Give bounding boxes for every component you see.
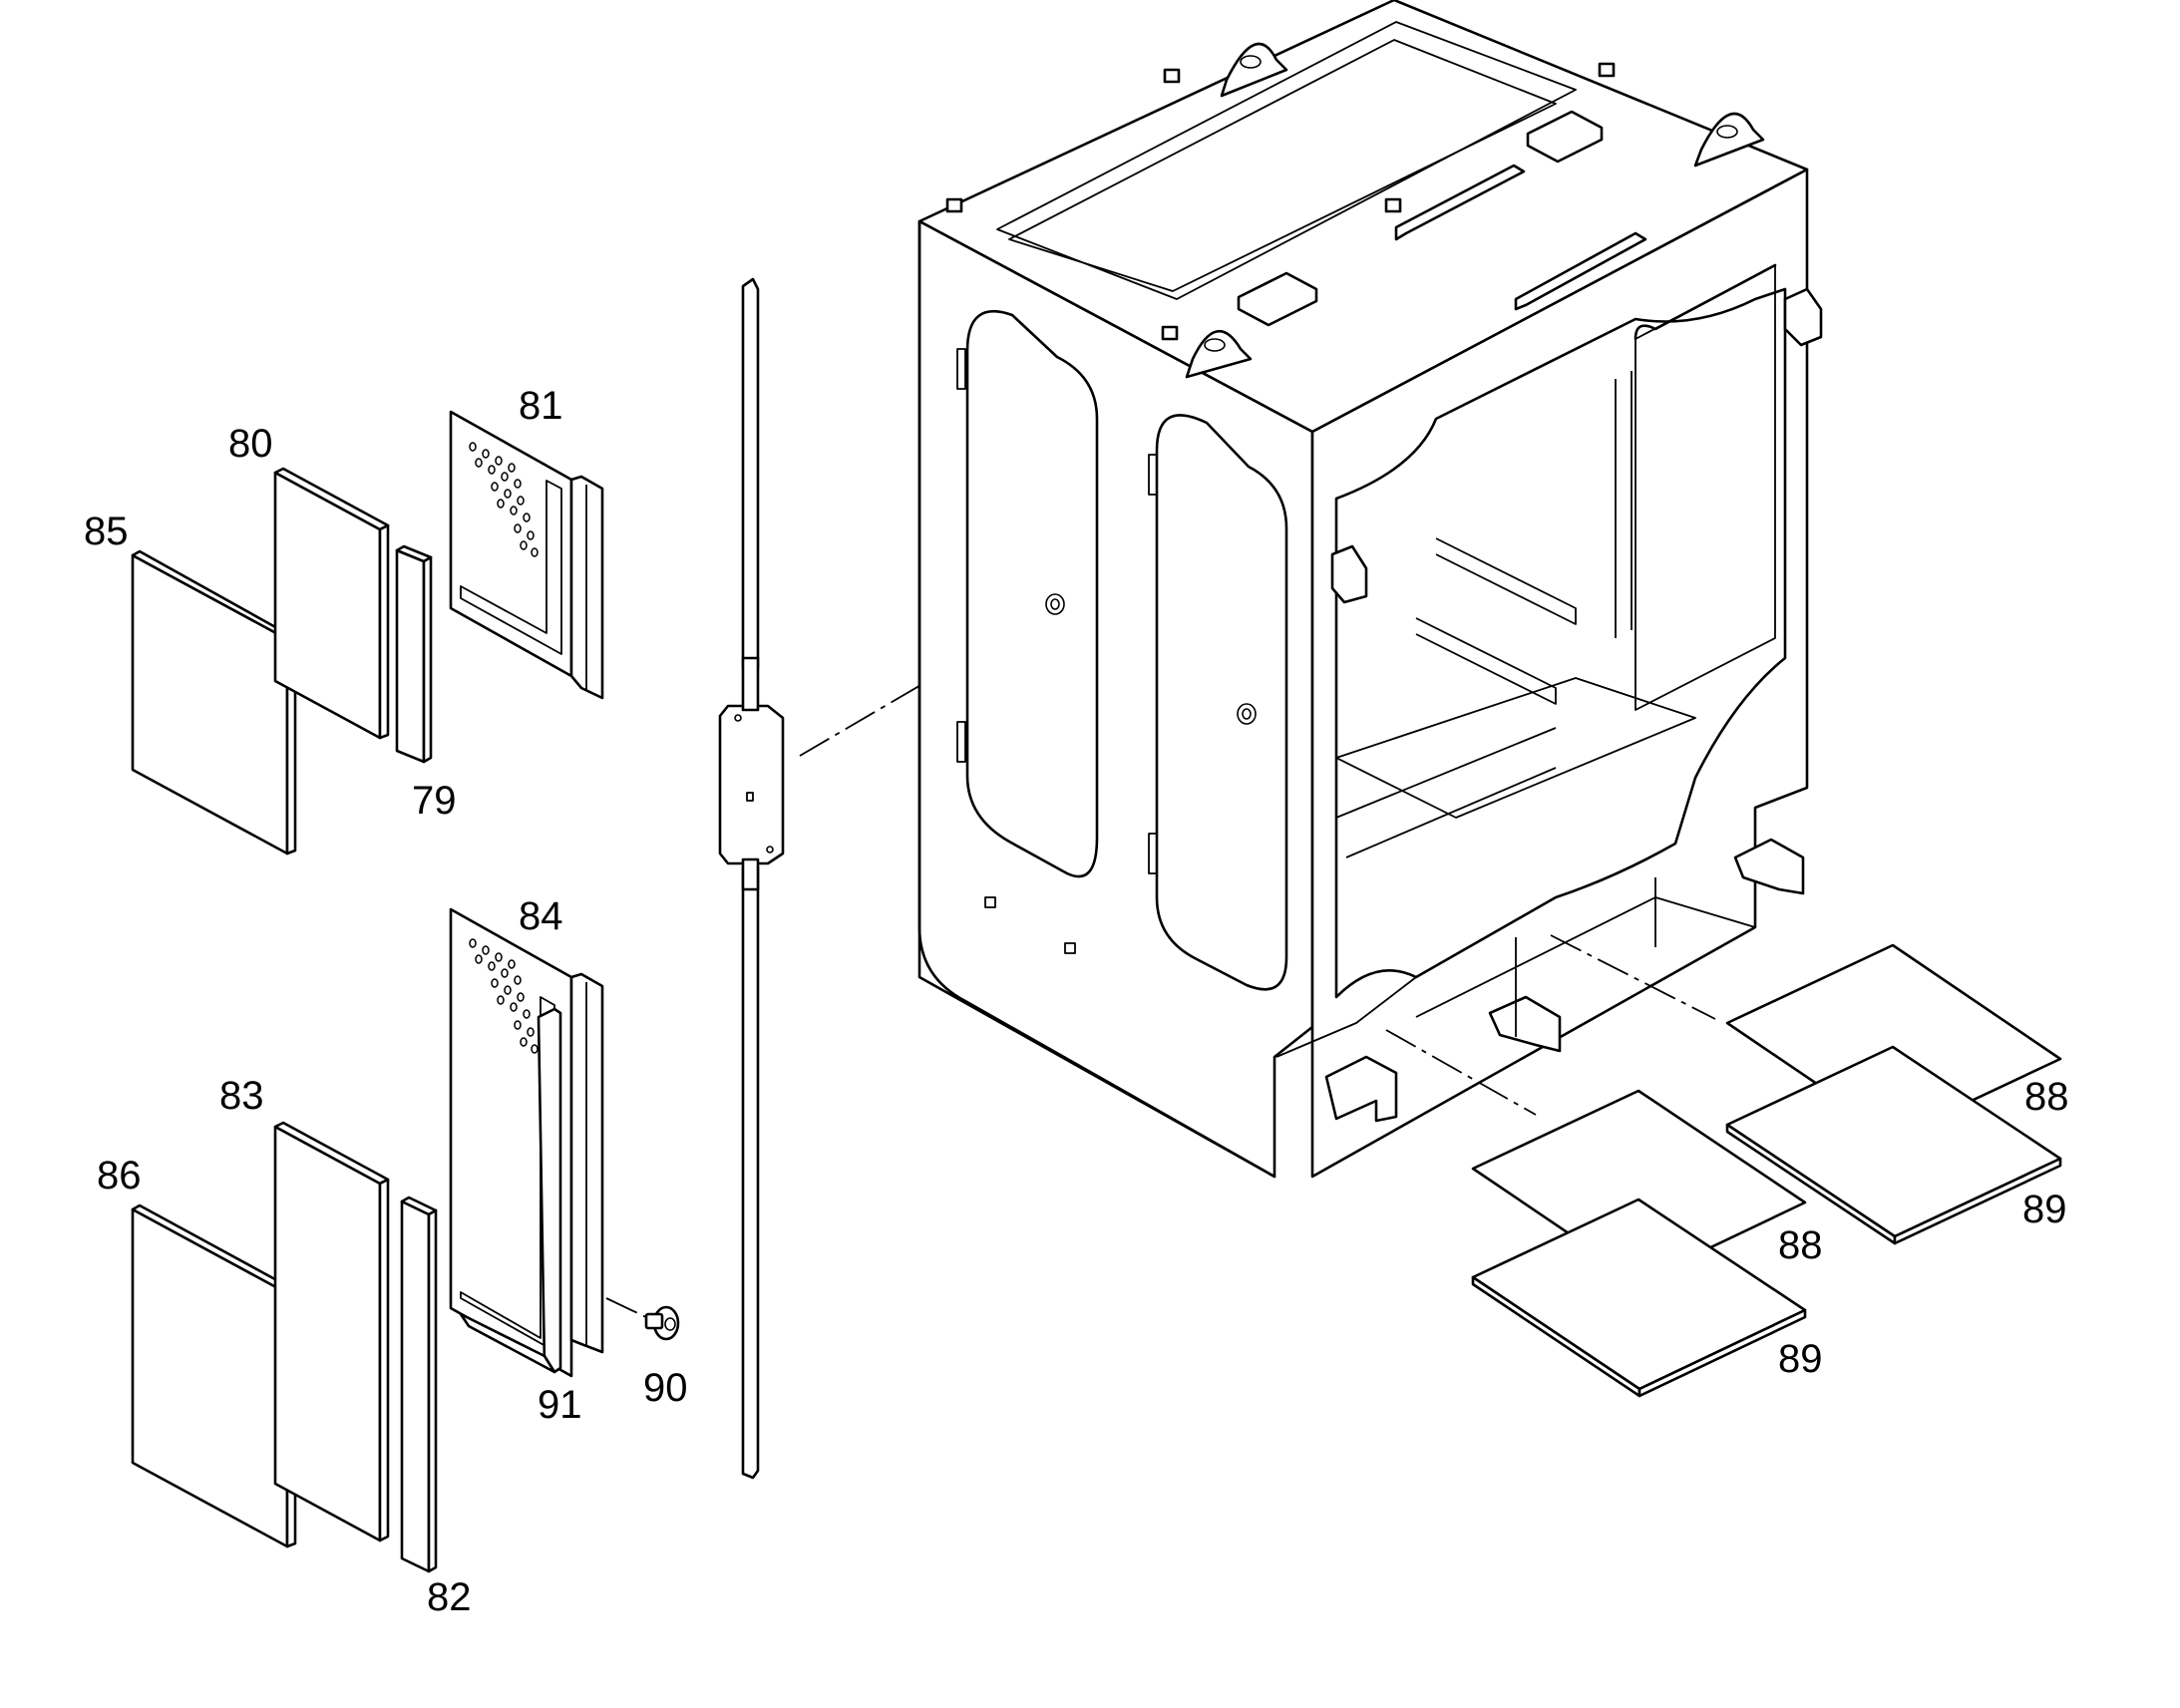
callout-86: 86 xyxy=(97,1154,142,1197)
window-left xyxy=(965,310,1099,878)
plate-89-b xyxy=(1725,1045,2062,1245)
top-rail-1 xyxy=(1394,164,1526,241)
panel-86 xyxy=(131,1203,297,1548)
panel-85 xyxy=(131,549,297,855)
foot-1 xyxy=(1324,1055,1398,1123)
perforation-holes-81 xyxy=(469,442,539,557)
foot-3 xyxy=(1733,838,1805,895)
knob-90 xyxy=(605,1297,680,1341)
callout-91: 91 xyxy=(538,1383,582,1427)
callout-89-a: 89 xyxy=(1778,1337,1823,1381)
callout-88-a: 88 xyxy=(1778,1223,1823,1267)
lifting-eye-3 xyxy=(1185,330,1253,379)
callout-88-b: 88 xyxy=(2024,1075,2069,1119)
plate-89-a xyxy=(1471,1197,1807,1398)
callout-81: 81 xyxy=(519,384,563,428)
foot-2 xyxy=(1488,995,1562,1053)
lifting-eye-2 xyxy=(1693,112,1765,168)
cabinet-frame xyxy=(917,0,1823,1179)
plate-leader-1 xyxy=(1385,1029,1537,1116)
panel-80 xyxy=(273,467,390,740)
perforated-frame-84 xyxy=(449,907,604,1378)
callout-83: 83 xyxy=(219,1074,264,1118)
strip-82 xyxy=(400,1196,438,1573)
lifting-eye-1 xyxy=(1220,42,1288,98)
plate-leader-2 xyxy=(1550,934,1716,1020)
callout-82: 82 xyxy=(427,1575,472,1619)
hinge-bar xyxy=(718,277,785,1480)
top-plate-1 xyxy=(1237,271,1318,327)
perforation-holes-84 xyxy=(469,938,539,1054)
callout-79: 79 xyxy=(412,779,457,823)
callout-90: 90 xyxy=(643,1366,688,1410)
callout-85: 85 xyxy=(84,510,129,553)
callout-89-b: 89 xyxy=(2022,1188,2067,1231)
callout-80: 80 xyxy=(228,422,273,466)
perforated-frame-81 xyxy=(449,410,604,700)
strip-79 xyxy=(395,544,433,764)
top-rail-2 xyxy=(1514,231,1647,311)
panel-83 xyxy=(273,1121,390,1542)
top-plate-2 xyxy=(1526,110,1604,164)
callout-84: 84 xyxy=(519,894,563,938)
window-right xyxy=(1155,414,1288,991)
